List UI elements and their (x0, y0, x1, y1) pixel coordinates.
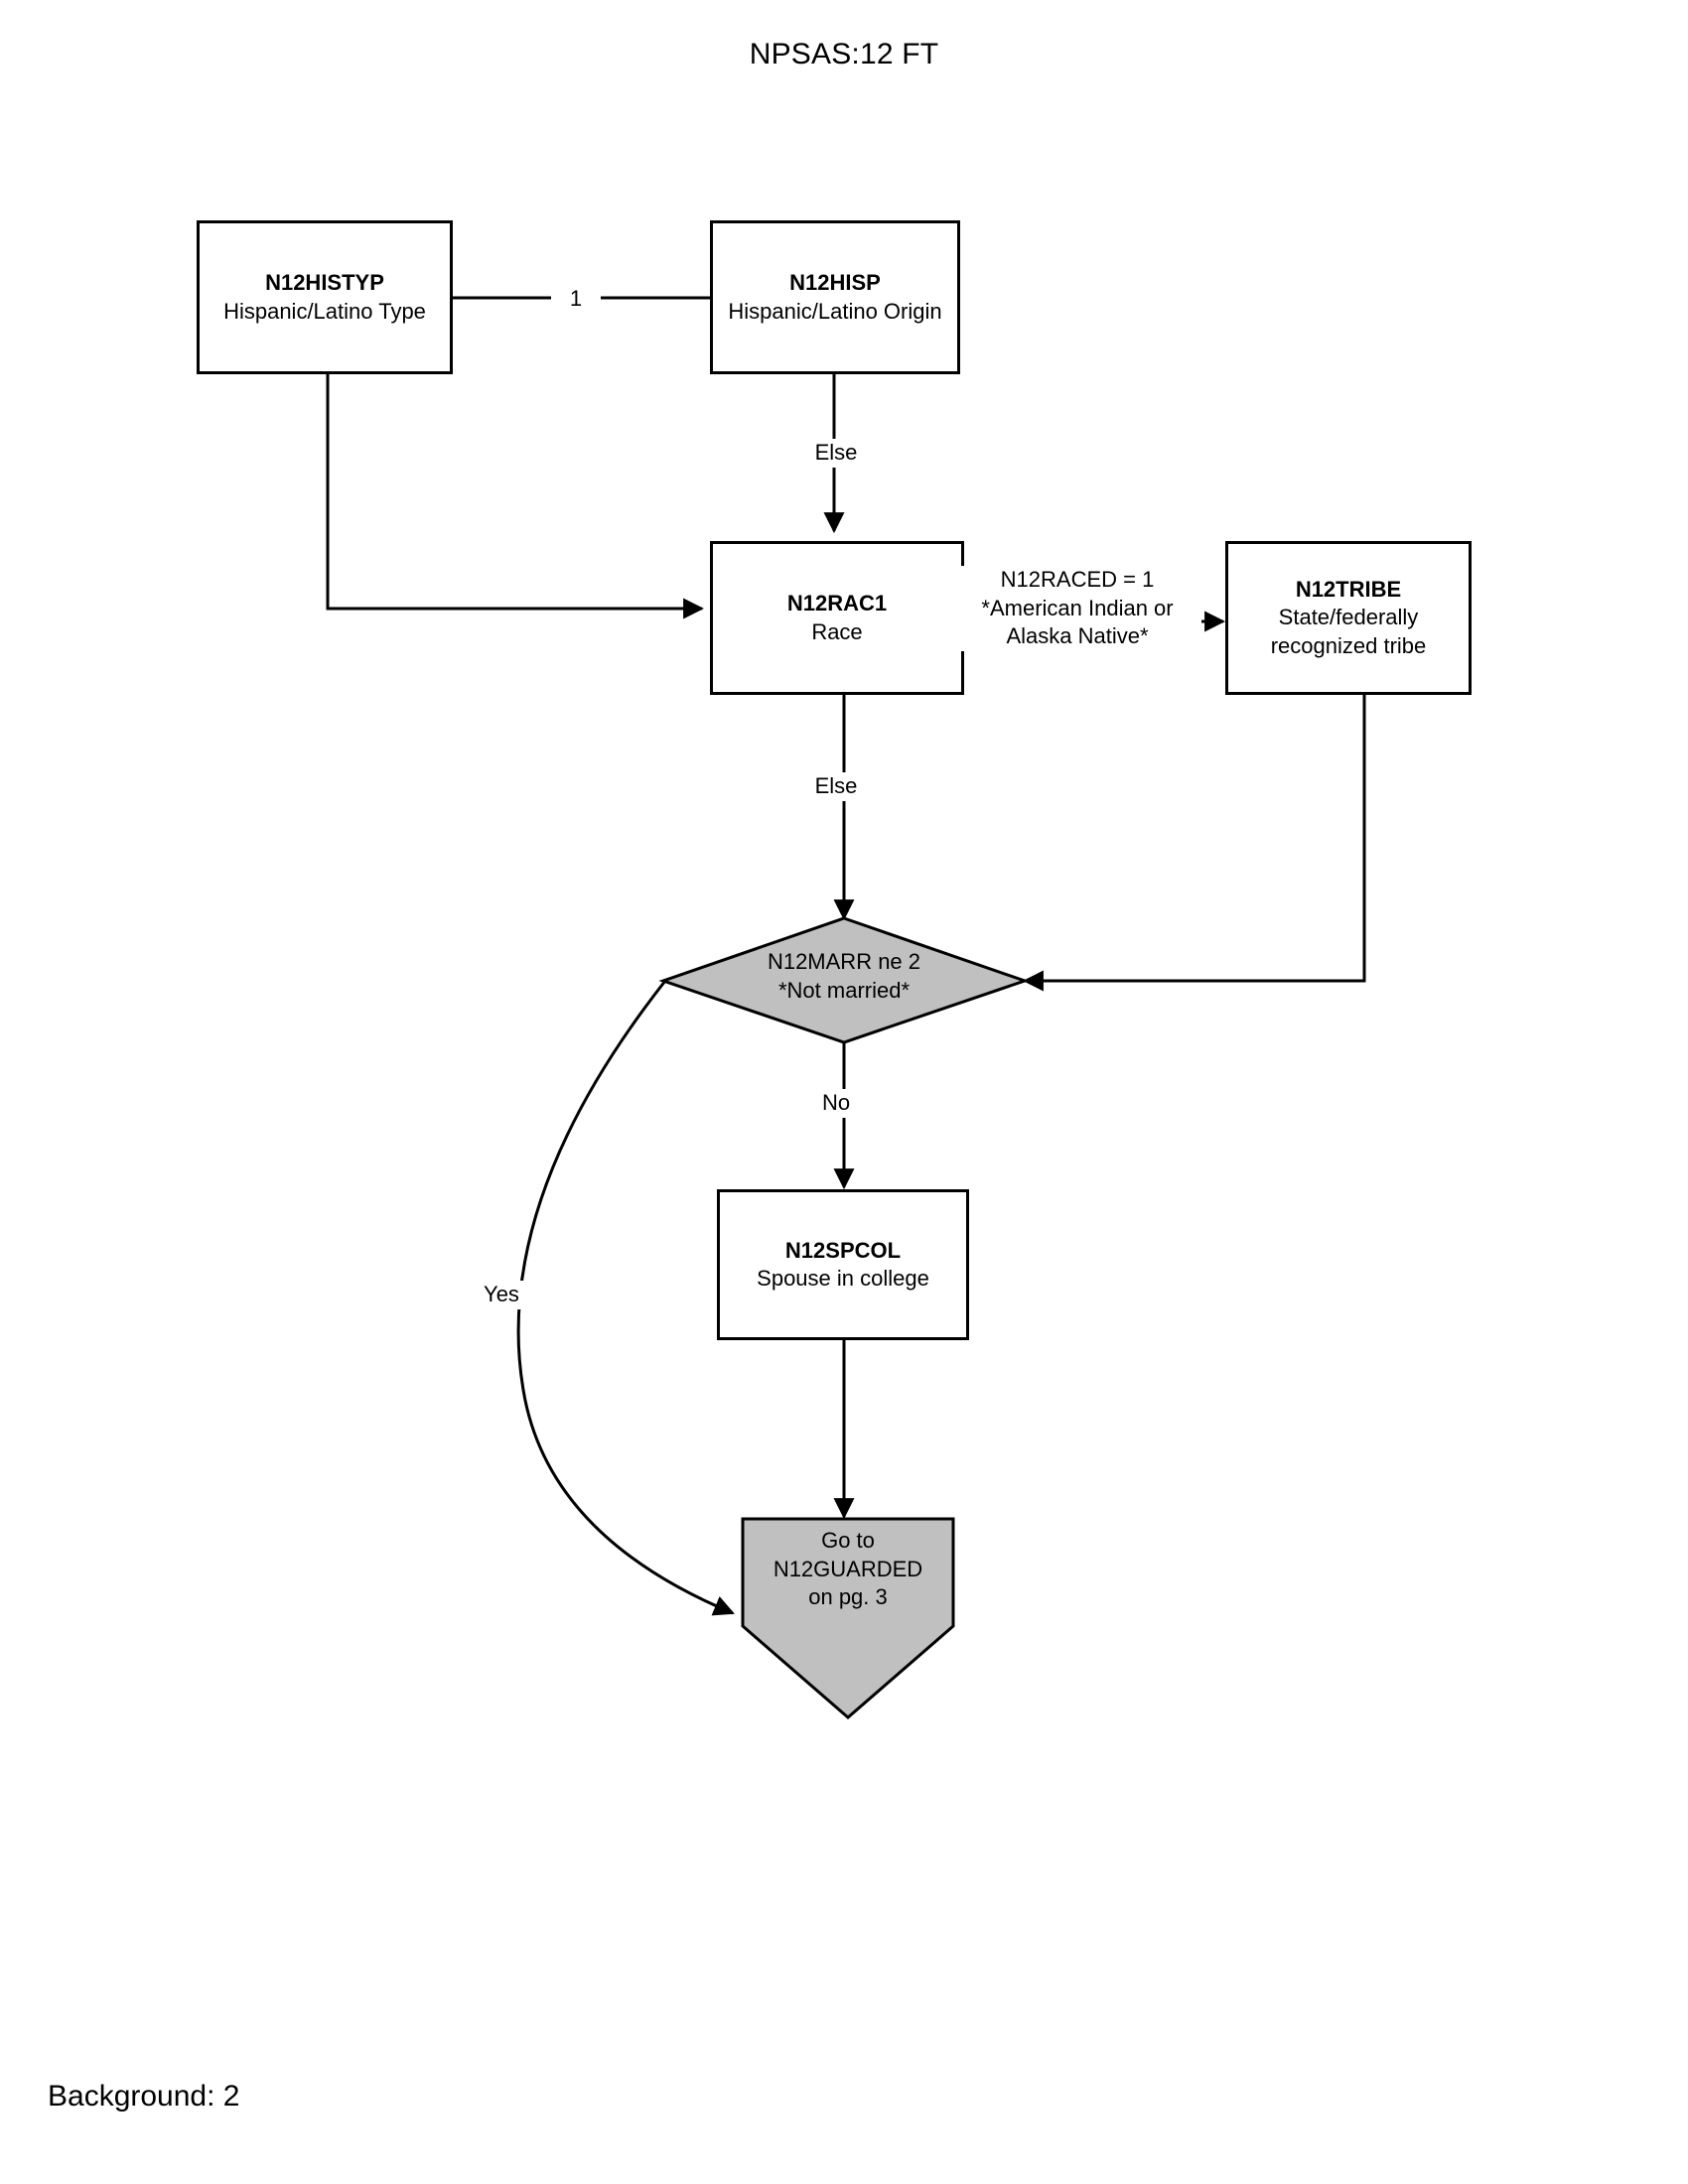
node-n12hisp-desc: Hispanic/Latino Origin (728, 298, 942, 324)
edge-label-rac1-to-tribe-line1: N12RACED = 1 (1000, 567, 1155, 592)
node-n12tribe-code: N12TRIBE (1295, 577, 1402, 603)
node-n12spcol[interactable]: N12SPCOL Spouse in college (717, 1189, 969, 1340)
node-n12histyp-desc: Hispanic/Latino Type (223, 298, 426, 324)
page-title: NPSAS:12 FT (749, 38, 939, 70)
node-n12histyp-code: N12HISTYP (265, 270, 384, 296)
node-n12hisp[interactable]: N12HISP Hispanic/Latino Origin (710, 220, 960, 374)
node-n12tribe[interactable]: N12TRIBE State/federally recognized trib… (1225, 541, 1472, 695)
edge-tribe-to-marr (1022, 695, 1366, 992)
page-footer: Background: 2 (48, 2080, 240, 2113)
node-n12tribe-desc-line2: recognized tribe (1270, 632, 1427, 658)
edge-histyp-to-rac1 (326, 373, 705, 619)
edge-label-rac1-to-tribe-line3: Alaska Native* (1006, 623, 1149, 649)
decision-marr-shape (658, 916, 1030, 1044)
node-n12tribe-desc-line1: State/federally (1278, 605, 1419, 630)
node-n12rac1[interactable]: N12RAC1 Race (710, 541, 964, 695)
node-n12rac1-code: N12RAC1 (786, 591, 888, 616)
edge-label-rac1-to-marr: Else (799, 772, 873, 801)
edge-label-hisp-to-histyp: 1 (551, 285, 601, 314)
edge-label-rac1-to-tribe-line2: *American Indian or (981, 595, 1174, 620)
edge-label-rac1-to-tribe: N12RACED = 1 *American Indian or Alaska … (953, 566, 1201, 651)
edge-label-marr-no: No (806, 1089, 866, 1118)
edge-label-hisp-to-rac1: Else (799, 439, 873, 468)
edge-label-marr-yes: Yes (467, 1281, 536, 1309)
node-n12rac1-desc: Race (811, 618, 863, 644)
node-n12hisp-code: N12HISP (789, 270, 881, 296)
terminal-goto-shape (741, 1517, 955, 1719)
edge-marr-yes-to-goto (516, 980, 735, 1616)
node-n12spcol-desc: Spouse in college (757, 1266, 929, 1291)
node-n12histyp[interactable]: N12HISTYP Hispanic/Latino Type (197, 220, 453, 374)
node-n12spcol-code: N12SPCOL (784, 1237, 902, 1263)
